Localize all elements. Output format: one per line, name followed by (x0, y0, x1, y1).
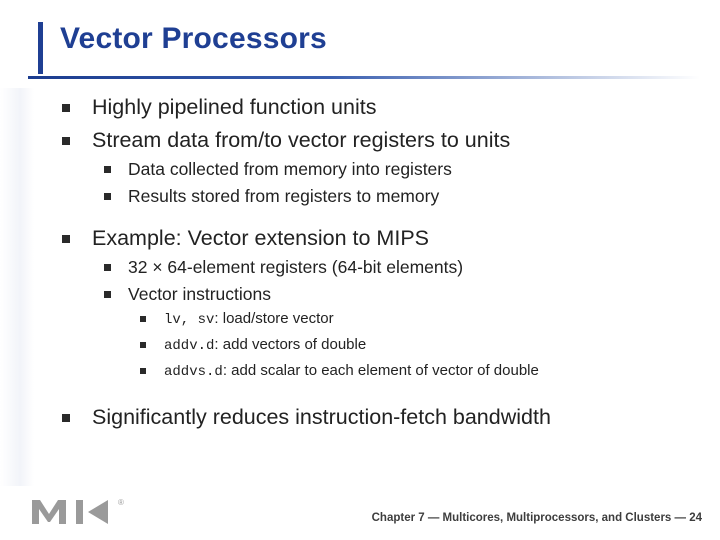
registered-mark: ® (118, 498, 124, 507)
bullet-marker-icon (62, 414, 70, 422)
bullet-text: Significantly reduces instruction-fetch … (92, 405, 551, 429)
bullet-text: lv, sv: load/store vector (164, 307, 720, 332)
list-item: Stream data from/to vector registers to … (0, 125, 720, 209)
list-item: Vector instructions lv, sv: load/store v… (92, 281, 720, 384)
bullet-list-level1: Highly pipelined function units Stream d… (0, 92, 720, 433)
instruction-desc: : load/store vector (214, 310, 334, 327)
list-item: Data collected from memory into register… (92, 156, 720, 182)
list-item: addv.d: add vectors of double (128, 333, 720, 358)
bullet-text: 32 × 64-element registers (64-bit elemen… (128, 257, 464, 277)
bullet-text: addv.d: add vectors of double (164, 333, 720, 358)
list-item: Highly pipelined function units (0, 92, 720, 123)
mk-logo: ® (30, 496, 126, 526)
bullet-text: addvs.d: add scalar to each element of v… (164, 359, 720, 384)
instruction-code: addvs.d (164, 364, 223, 380)
instruction-code: lv, sv (164, 312, 215, 328)
bullet-marker-icon (62, 235, 70, 243)
bullet-marker-icon (104, 166, 111, 173)
slide-body: Highly pipelined function units Stream d… (0, 92, 720, 435)
bullet-marker-icon (140, 368, 146, 374)
footer-text: Chapter 7 — Multicores, Multiprocessors,… (371, 512, 702, 524)
title-divider (28, 76, 700, 79)
instruction-desc: : add scalar to each element of vector o… (222, 362, 539, 379)
bullet-list-level2: 32 × 64-element registers (64-bit elemen… (92, 254, 720, 384)
instruction-code: addv.d (164, 338, 215, 354)
bullet-text: Example: Vector extension to MIPS (92, 226, 429, 250)
bullet-list-level2: Data collected from memory into register… (92, 156, 720, 209)
bullet-text: Highly pipelined function units (92, 95, 377, 119)
bullet-marker-icon (104, 193, 111, 200)
bullet-text: Data collected from memory into register… (128, 159, 452, 179)
list-item: 32 × 64-element registers (64-bit elemen… (92, 254, 720, 280)
bullet-text: Stream data from/to vector registers to … (92, 128, 511, 152)
instruction-desc: : add vectors of double (214, 336, 367, 353)
page-title: Vector Processors (60, 22, 327, 55)
bullet-marker-icon (104, 264, 111, 271)
bullet-marker-icon (140, 342, 146, 348)
title-accent-bar (38, 22, 43, 74)
bullet-marker-icon (62, 104, 70, 112)
bullet-list-level3: lv, sv: load/store vector addv.d: add ve… (128, 307, 720, 384)
list-item: lv, sv: load/store vector (128, 307, 720, 332)
bullet-marker-icon (104, 291, 111, 298)
bullet-text: Results stored from registers to memory (128, 186, 440, 206)
list-item: addvs.d: add scalar to each element of v… (128, 359, 720, 384)
mk-logo-icon (32, 500, 108, 524)
list-item: Significantly reduces instruction-fetch … (0, 402, 720, 433)
bullet-text: Vector instructions (128, 284, 271, 304)
list-item: Example: Vector extension to MIPS 32 × 6… (0, 223, 720, 384)
list-item: Results stored from registers to memory (92, 183, 720, 209)
bullet-marker-icon (62, 137, 70, 145)
bullet-marker-icon (140, 316, 146, 322)
left-gradient-panel (0, 88, 34, 486)
